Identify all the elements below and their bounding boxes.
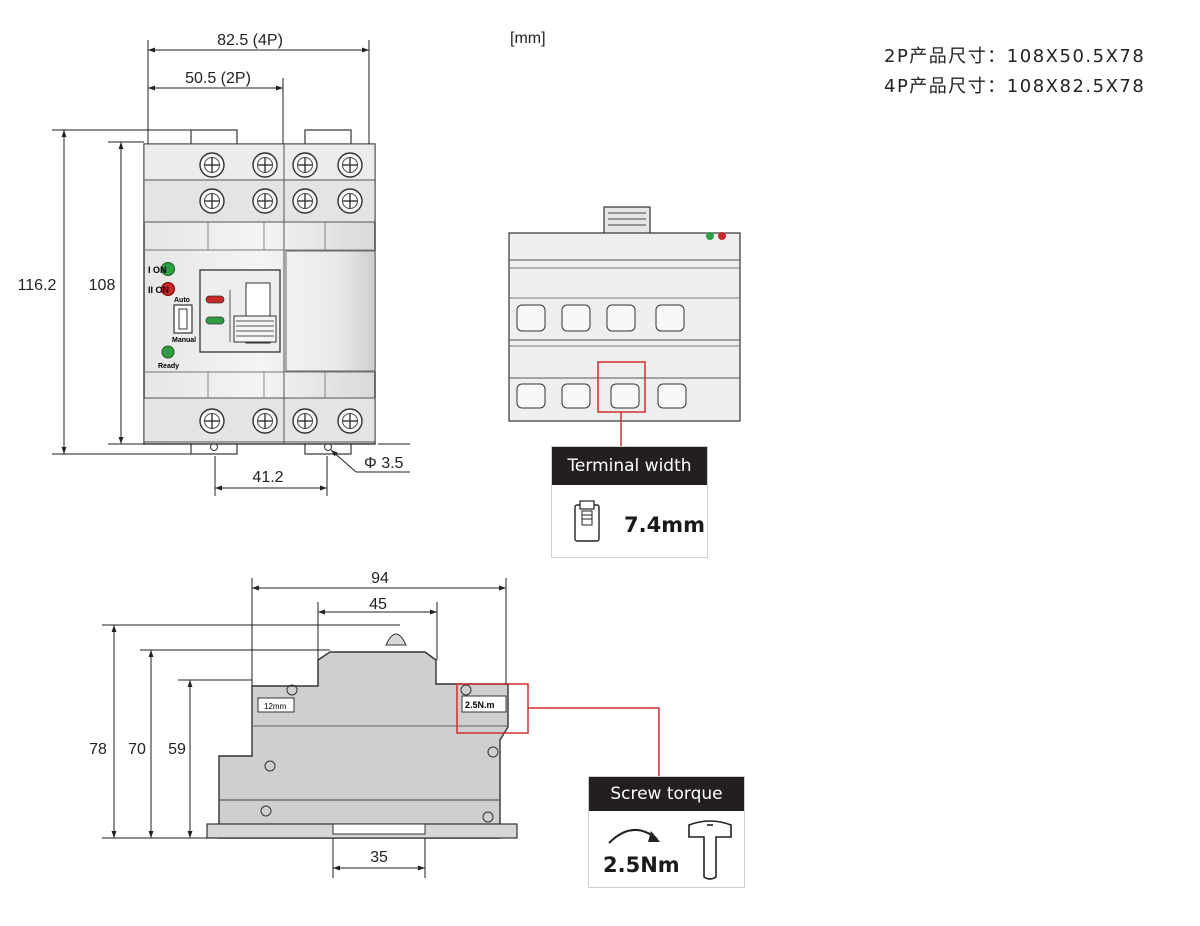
- terminal-width-value: 7.4mm: [624, 513, 705, 537]
- mount-spacing-label: 41.2: [252, 469, 283, 486]
- strip-length-mark: [257, 697, 295, 713]
- red-flag-icon: [205, 295, 225, 304]
- screw-torque-value: 2.5Nm: [603, 853, 680, 877]
- torque-mark: [461, 695, 507, 713]
- terminal-width-callout: Terminal width 7.4mm: [551, 446, 708, 558]
- spec-2p: 2P产品尺寸：108X50.5X78: [884, 46, 1146, 67]
- side-view: 12mm 2.5N.m 94 45 78 70: [86, 570, 660, 878]
- status-red-icon: [718, 232, 726, 240]
- screw-torque-title: Screw torque: [589, 777, 744, 811]
- ready-label: Ready: [158, 363, 179, 370]
- unit-label: [mm]: [510, 30, 546, 47]
- terminal-slot: [610, 383, 640, 409]
- ready-indicator-icon: [161, 345, 175, 359]
- width-2p-label: 50.5 (2P): [185, 70, 251, 87]
- status-green-icon: [706, 232, 714, 240]
- terminal-width-title: Terminal width: [552, 447, 707, 485]
- mode-auto-label: Auto: [174, 297, 190, 304]
- terminal-icon: [574, 500, 600, 542]
- height-78-label: 78: [89, 741, 107, 758]
- rail-width-label: 35: [370, 849, 388, 866]
- terminal-slot: [561, 304, 591, 332]
- spec-4p: 4P产品尺寸：108X82.5X78: [884, 76, 1146, 97]
- terminal-slot: [516, 304, 546, 332]
- indicator-1-label: I ON: [148, 265, 167, 275]
- terminal-slot: [516, 383, 546, 409]
- knob: [603, 206, 651, 236]
- depth-front-label: 45: [369, 596, 387, 613]
- indicator-red-icon: [161, 282, 175, 296]
- torque-leader-line: [528, 707, 660, 776]
- width-4p-label: 82.5 (4P): [217, 32, 283, 49]
- terminal-slot: [606, 304, 636, 332]
- torque-mark-label: 2.5N.m: [465, 700, 495, 710]
- pole-cover: [285, 250, 376, 372]
- height-59-label: 59: [168, 741, 186, 758]
- mode-manual-label: Manual: [172, 337, 196, 344]
- indicator-green-icon: [161, 262, 175, 276]
- height-total-label: 116.2: [18, 277, 57, 294]
- terminal-slot: [561, 383, 591, 409]
- height-70-label: 70: [128, 741, 146, 758]
- depth-total-label: 94: [371, 570, 389, 587]
- screw-icon: [688, 820, 732, 880]
- bottom-terminal-row: [143, 397, 376, 443]
- terminal-slot: [655, 304, 685, 332]
- hole-diameter-label: Φ 3.5: [364, 455, 404, 472]
- front-view: I ON II ON Auto Manual Ready: [12, 32, 410, 496]
- strip-label: 12mm: [264, 702, 287, 711]
- green-flag-icon: [205, 316, 225, 325]
- terminal-view: [508, 206, 741, 446]
- screw-torque-callout: Screw torque 2.5Nm: [588, 776, 745, 888]
- side-body: [218, 651, 509, 839]
- knob-side: [385, 633, 407, 646]
- indicator-2-label: II ON: [148, 285, 169, 295]
- height-body-label: 108: [89, 277, 116, 294]
- rotation-arrow-icon: [608, 829, 660, 844]
- terminal-slot: [657, 383, 687, 409]
